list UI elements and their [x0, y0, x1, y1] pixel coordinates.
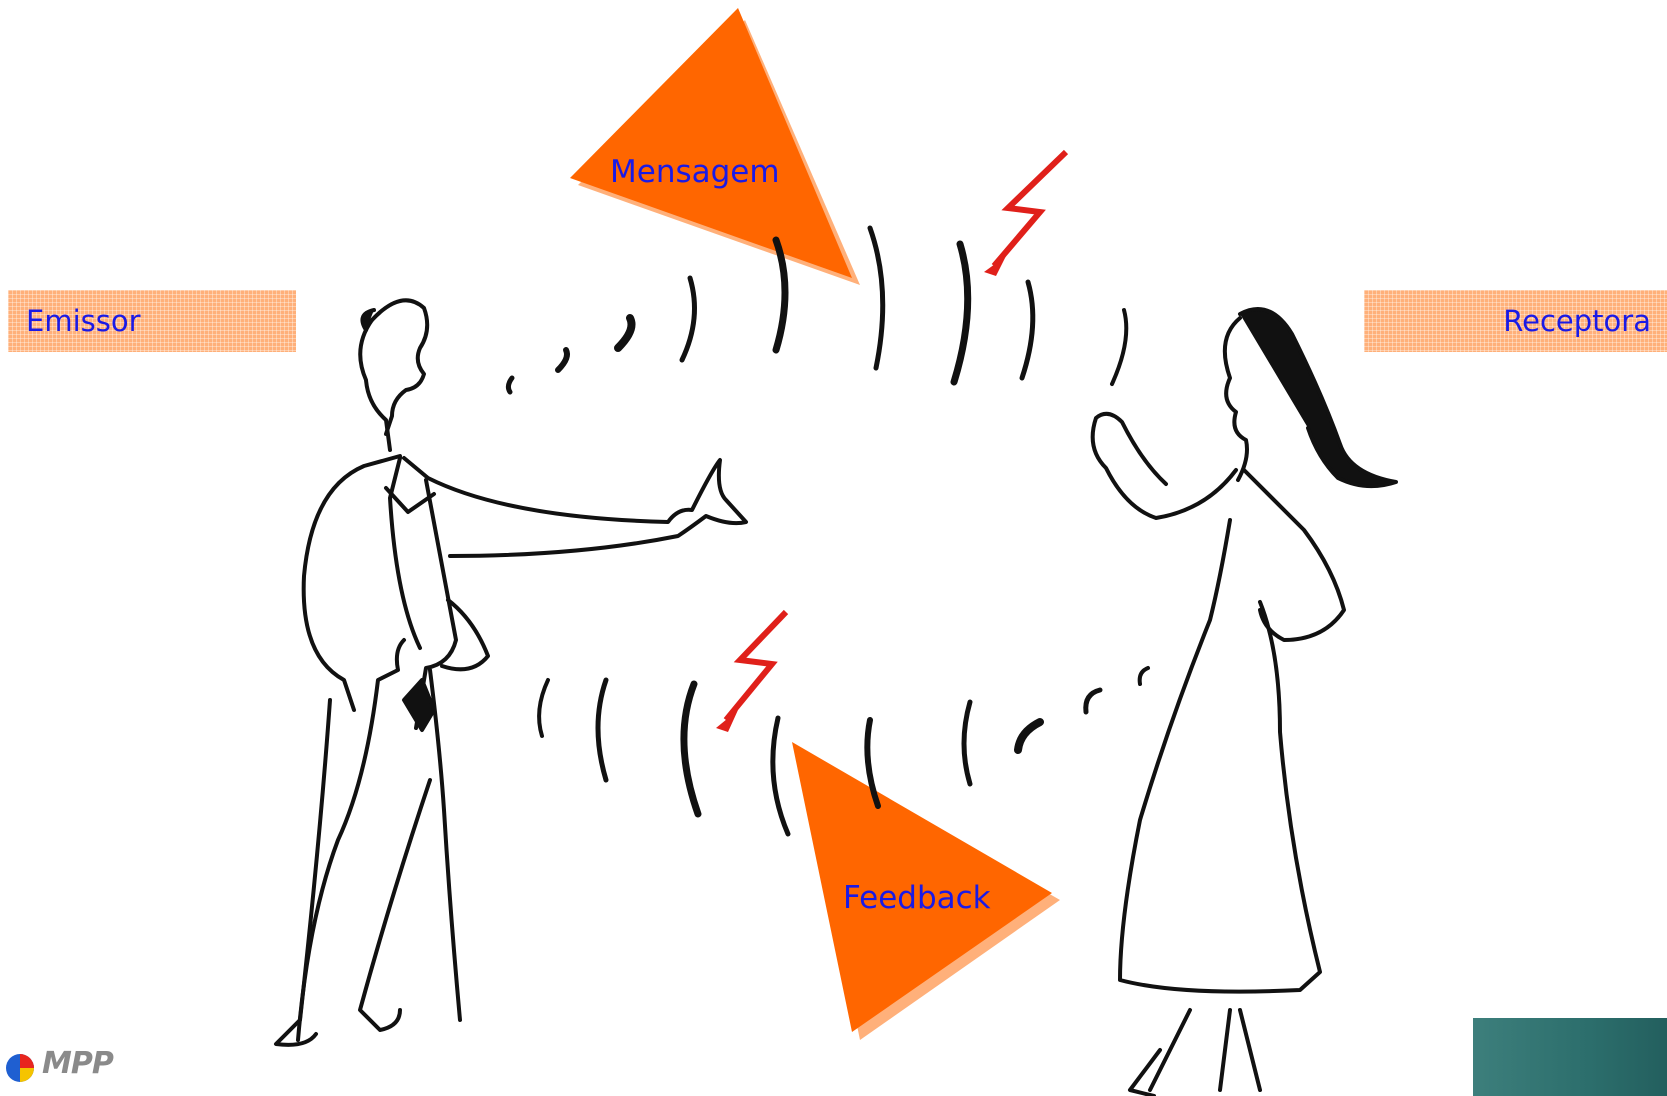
mensagem-label: Mensagem [610, 154, 780, 190]
lightning-bolt-icon [984, 152, 1066, 276]
corner-decoration [1473, 1018, 1667, 1096]
logo-text: MPP [42, 1046, 113, 1081]
woman-figure [1093, 309, 1396, 1096]
receptora-label: Receptora [1364, 290, 1667, 352]
mensagem-arrow [570, 8, 860, 285]
lightning-bolt-icon [716, 612, 786, 732]
man-figure [276, 300, 746, 1045]
emissor-label: Emissor [8, 290, 296, 352]
feedback-label: Feedback [843, 880, 991, 916]
